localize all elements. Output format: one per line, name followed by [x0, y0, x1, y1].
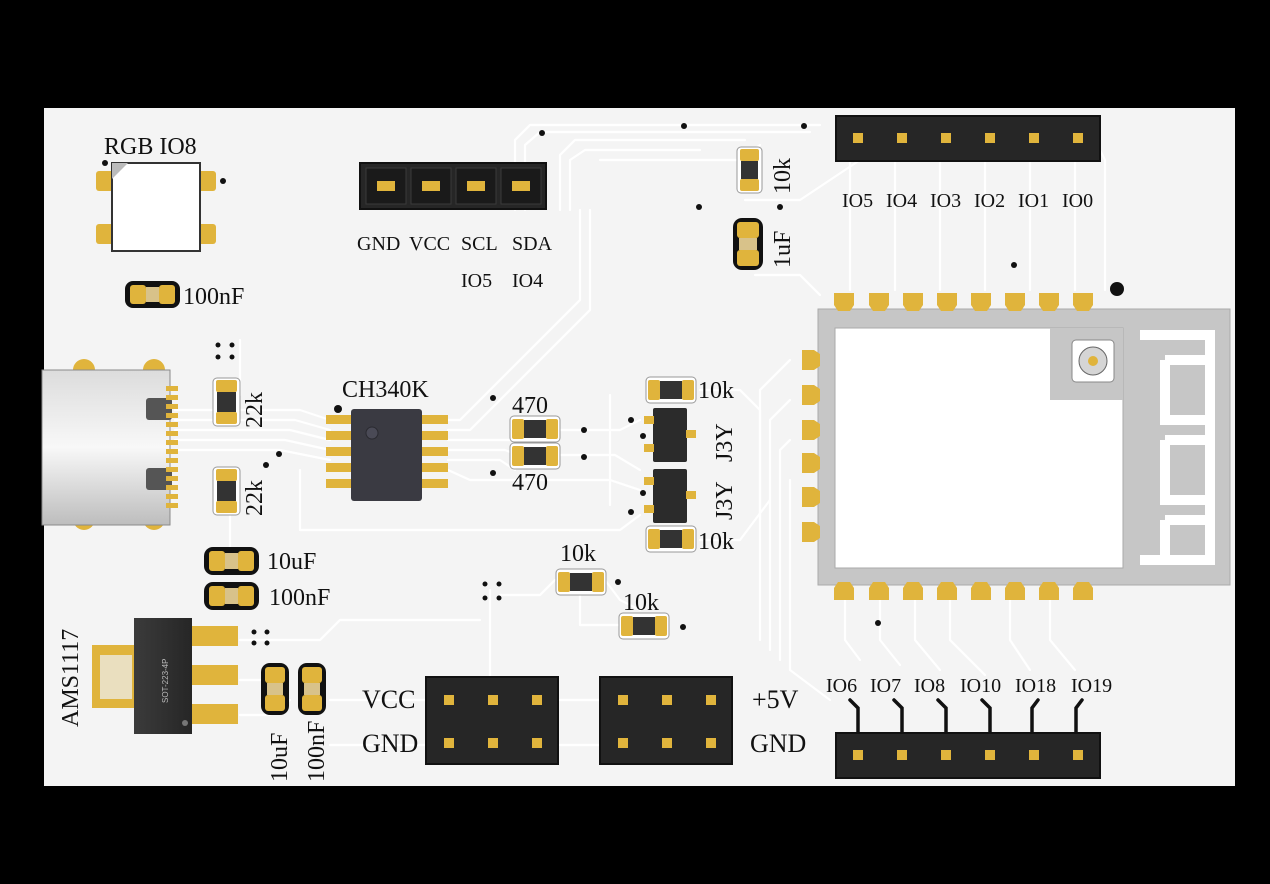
power-header-right [599, 676, 733, 765]
mid-resistor-2-label: 10k [623, 590, 659, 616]
ams1117-regulator [92, 618, 238, 734]
base-resistor-1-label: 10k [698, 378, 734, 404]
cc-resistor-1-label: 22k [242, 392, 268, 428]
mid-resistor-2 [618, 612, 670, 640]
led-decoupling-cap [125, 281, 180, 308]
bottom-pin-label-3: IO10 [960, 675, 1001, 697]
passive-components [125, 146, 763, 715]
transistor-1 [644, 408, 696, 462]
output-cap-1 [261, 663, 289, 715]
i2c-pin-label-sda: SDA [512, 233, 553, 255]
ch340k-label: CH340K [342, 377, 429, 403]
i2c-pin-label-gnd: GND [357, 233, 400, 255]
mid-resistor-1-label: 10k [560, 541, 596, 567]
copper-traces [173, 123, 1107, 747]
power-left-label-vcc: VCC [362, 685, 415, 714]
top-pin-label-3: IO2 [974, 190, 1005, 212]
i2c-pin-label-vcc: VCC [409, 233, 450, 255]
silkscreen-labels: RGB IO8 100nF GND VCC SCL SDA IO5 IO4 IO… [58, 134, 1112, 782]
input-cap-2 [204, 582, 259, 610]
series-resistor-1-label: 470 [512, 393, 548, 419]
bottom-pin-label-4: IO18 [1015, 675, 1056, 697]
series-resistor-1 [509, 415, 561, 443]
transistor-2 [644, 469, 696, 523]
power-right-label-gnd: GND [750, 729, 806, 758]
input-cap-2-label: 100nF [269, 585, 330, 611]
rgb-led-label: RGB IO8 [104, 134, 197, 160]
bottom-pin-label-0: IO6 [826, 675, 857, 697]
vias [215, 123, 1017, 646]
en-resistor [736, 146, 763, 194]
power-left-label-gnd: GND [362, 729, 418, 758]
regulator-label: AMS1117 [58, 629, 84, 727]
i2c-header [359, 162, 547, 210]
cc-resistor-2-label: 22k [242, 480, 268, 516]
output-cap-2 [298, 663, 326, 715]
regulator-package-label: SOT-223-4P [161, 659, 170, 703]
series-resistor-2-label: 470 [512, 470, 548, 496]
usb-c-connector [41, 359, 178, 530]
i2c-gpio-label-sda: IO4 [512, 270, 543, 292]
i2c-gpio-label-scl: IO5 [461, 270, 492, 292]
top-pin-label-5: IO0 [1062, 190, 1093, 212]
bottom-pin-header [835, 698, 1101, 779]
en-cap-label: 1uF [770, 231, 796, 268]
led-cap-label: 100nF [183, 284, 244, 310]
power-header-left [425, 676, 559, 765]
top-pin-header [835, 115, 1101, 162]
top-pin-label-0: IO5 [842, 190, 873, 212]
rgb-led [96, 160, 226, 252]
en-cap [733, 218, 763, 270]
power-right-label-5v: +5V [752, 685, 799, 714]
ch340k-ic [326, 405, 448, 501]
en-resistor-label: 10k [770, 158, 796, 194]
i2c-pin-label-scl: SCL [461, 233, 498, 255]
transistor-2-label: J3Y [712, 481, 738, 520]
bottom-pin-label-1: IO7 [870, 675, 901, 697]
cc-resistor-2 [212, 466, 241, 516]
cc-resistor-1 [212, 377, 241, 427]
mid-resistor-1 [555, 568, 607, 596]
series-resistor-2 [509, 442, 561, 470]
base-resistor-2 [645, 525, 697, 553]
esp-module [802, 282, 1231, 600]
output-cap-1-label: 10uF [267, 733, 293, 782]
bottom-pin-label-2: IO8 [914, 675, 945, 697]
input-cap-1 [204, 547, 259, 575]
output-cap-2-label: 100nF [304, 721, 330, 782]
top-pin-label-4: IO1 [1018, 190, 1049, 212]
bottom-pin-label-5: IO19 [1071, 675, 1112, 697]
input-cap-1-label: 10uF [267, 549, 316, 575]
base-resistor-2-label: 10k [698, 529, 734, 555]
top-pin-label-1: IO4 [886, 190, 917, 212]
top-pin-label-2: IO3 [930, 190, 961, 212]
base-resistor-1 [645, 376, 697, 404]
transistor-1-label: J3Y [712, 423, 738, 462]
